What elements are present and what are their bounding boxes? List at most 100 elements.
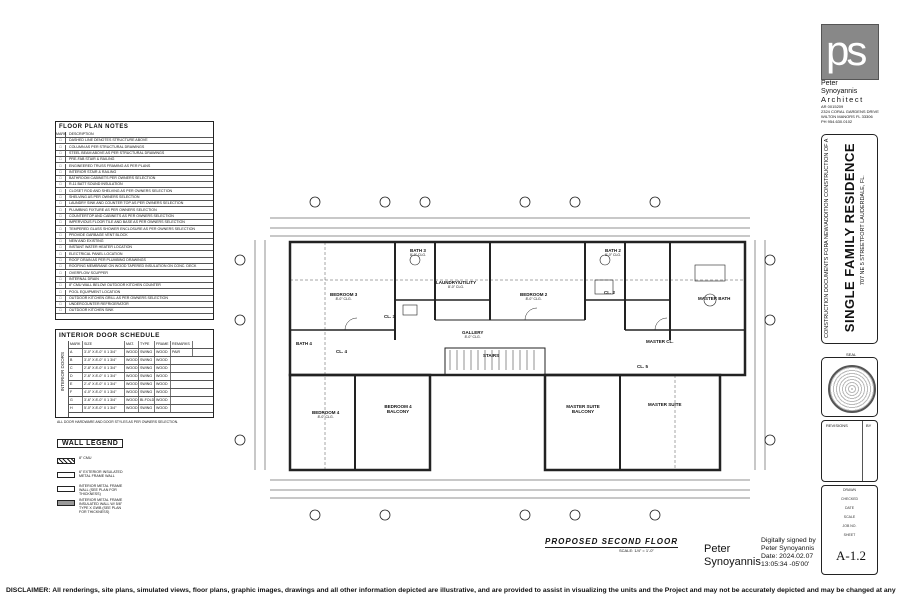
room-cl-3: CL. 3 [384,314,396,319]
notes-item-text: POOL EQUIPMENT LOCATION [69,289,121,294]
notes-mark-box: □ [56,232,66,238]
room-master-cl: MASTER CL. [646,339,674,344]
firm-name-line2: Synoyannis [821,88,858,95]
wall-legend-swatch [57,472,75,478]
room-master-suite-balcony: MASTER SUITE BALCONY [566,404,600,414]
room-stairs: STAIRS [483,353,500,358]
notes-item-text: OUTDOOR KITCHEN GRILL AS PER OWNERS SELE… [69,295,168,300]
notes-item-text: OVERFLOW SCUPPER [69,270,108,275]
wall-legend-title: WALL LEGEND [57,439,124,448]
notes-row: □ROOFING MEMBRANE ON WOOD TAPERED INSULA… [56,264,213,271]
door-schedule-row-cell: SWING [139,405,155,412]
door-schedule-row-cell: F [69,389,83,396]
notes-mark-box: □ [56,207,66,213]
door-schedule-header-cell: MAT. [125,341,139,348]
notes-mark-box: □ [56,258,66,263]
notes-row: □PLUMBING FIXTURE AS PER OWNERS SELECTIO… [56,207,213,214]
door-schedule-row-cell: A [69,349,83,356]
door-schedule-row-cell: G [69,397,83,404]
notes-row: □STEEL BEAM ABOVE AS PER STRUCTURAL DRAW… [56,150,213,157]
notes-row: □R-11 BATT SOUND INSULATION [56,182,213,189]
notes-row: □INSTANT WATER HEATER LOCATION [56,245,213,252]
titleblock-field: DRAWN [842,488,857,492]
notes-item-text: INTERNAL DRAIN [69,276,99,281]
architect-seal [828,365,876,413]
wall-legend-text: INTERIOR METAL FRAME WALL (SEE PLAN FOR … [79,484,123,496]
notes-item-text: ELECTRICAL PANEL LOCATION [69,251,123,256]
notes-item-text: UNDERCOUNTER REFRIGERATOR [69,302,129,307]
door-schedule-row-cell: PAIR [171,349,193,356]
firm-license: AR 0015209 [821,104,844,109]
notes-item-text: CLOSET ROD AND SHELVING AS PER OWNERS SE… [69,188,173,193]
door-schedule-row-cell: 3'-6" X 8'-0" X 1 3/4" [83,397,125,404]
door-schedule-row-cell: 4'-0" X 8'-0" X 1 3/4" [83,389,125,396]
door-schedule-title: INTERIOR DOOR SCHEDULE [59,332,160,339]
notes-row: □BATHROOM CABINETS PER OWNERS SELECTION [56,176,213,183]
logo-mark: ps [826,27,867,74]
door-schedule-row-cell: SWING [139,357,155,364]
notes-mark-box: □ [56,176,66,182]
notes-row: □PRE-FAB STAIR & RAILING [56,157,213,164]
notes-item-text: STEEL BEAM ABOVE AS PER STRUCTURAL DRAWI… [69,150,165,155]
wall-legend-text: 8" CMU [79,456,92,460]
revisions-block: REVISIONS BY [821,420,878,482]
wall-legend-swatch [57,486,75,492]
notes-mark-box: □ [56,239,66,245]
door-schedule-row-cell: WOOD [126,349,139,356]
signature-name-line2: Synoyannis [704,556,761,568]
notes-mark-box: □ [56,270,66,276]
door-schedule-row-cell: 5'-0" X 8'-0" X 1 3/4" [83,405,125,412]
notes-row: □ROOF DRAIN AS PER PLUMBING DRAWINGS [56,258,213,264]
notes-item-text: DASHED LINE DENOTES STRUCTURE ABOVE [69,138,148,143]
notes-mark-box: □ [56,213,66,219]
signature-line1: Digitally signed by [761,537,816,544]
notes-mark-box: □ [56,195,66,200]
plan-scale: SCALE: 1/4" = 1'-0" [619,548,654,553]
notes-header-mark: MARK [56,132,67,137]
door-schedule-row-cell: WOOD [155,373,171,380]
notes-item-text: PRE-FAB STAIR & RAILING [69,157,115,162]
door-schedule-row-cell: SWING [139,389,155,396]
wall-legend-item: 8" CMU [57,456,167,470]
revisions-label: REVISIONS [826,423,848,428]
firm-address2: WILTON MANORS FL 33306 [821,114,873,119]
notes-row: □COLUMN AS PER STRUCTURAL DRAWINGS [56,144,213,151]
notes-mark-box: □ [56,188,66,194]
sheet-number: A-1.2 [836,548,866,563]
notes-item-text: COUNTERTOP AND CABINETS AS PER OWNERS SE… [69,213,174,218]
seal-block [821,357,878,417]
notes-item-text: INTERIOR STAIR & RAILING [69,169,117,174]
notes-mark-box: □ [56,138,66,144]
firm-phone: PH 954.630.0102 [821,119,853,124]
room-master-bath: MASTER BATH [698,296,731,301]
revisions-divider [862,421,863,481]
notes-row: □PROVIDE GARBAGE VENT BLOCK [56,232,213,239]
door-schedule-row-cell: WOOD [126,405,139,412]
notes-row: □NEW AND EXISTING [56,239,213,246]
notes-row: □TEMPERED GLASS SHOWER ENCLOSURE AS PER … [56,226,213,233]
room-cl-4: CL. 4 [336,349,348,354]
door-schedule-row-cell: WOOD [155,349,171,356]
notes-mark-box: □ [56,201,66,207]
notes-item-text: OUTDOOR KITCHEN SINK [69,308,114,313]
notes-row: □OUTDOOR KITCHEN SINK [56,308,213,315]
notes-row: □DASHED LINE DENOTES STRUCTURE ABOVE [56,138,213,145]
notes-row: □OUTDOOR KITCHEN GRILL AS PER OWNERS SEL… [56,295,213,302]
notes-item-text: TEMPERED GLASS SHOWER ENCLOSURE AS PER O… [69,226,196,231]
door-schedule-row-cell: 2'-6" X 8'-0" X 1 3/4" [83,373,125,380]
door-schedule-header-cell: TYPE [139,341,155,348]
plan-title: PROPOSED SECOND FLOOR [545,537,679,548]
titleblock-field: DATE [844,506,855,510]
notes-row: □UNDERCOUNTER REFRIGERATOR [56,302,213,309]
